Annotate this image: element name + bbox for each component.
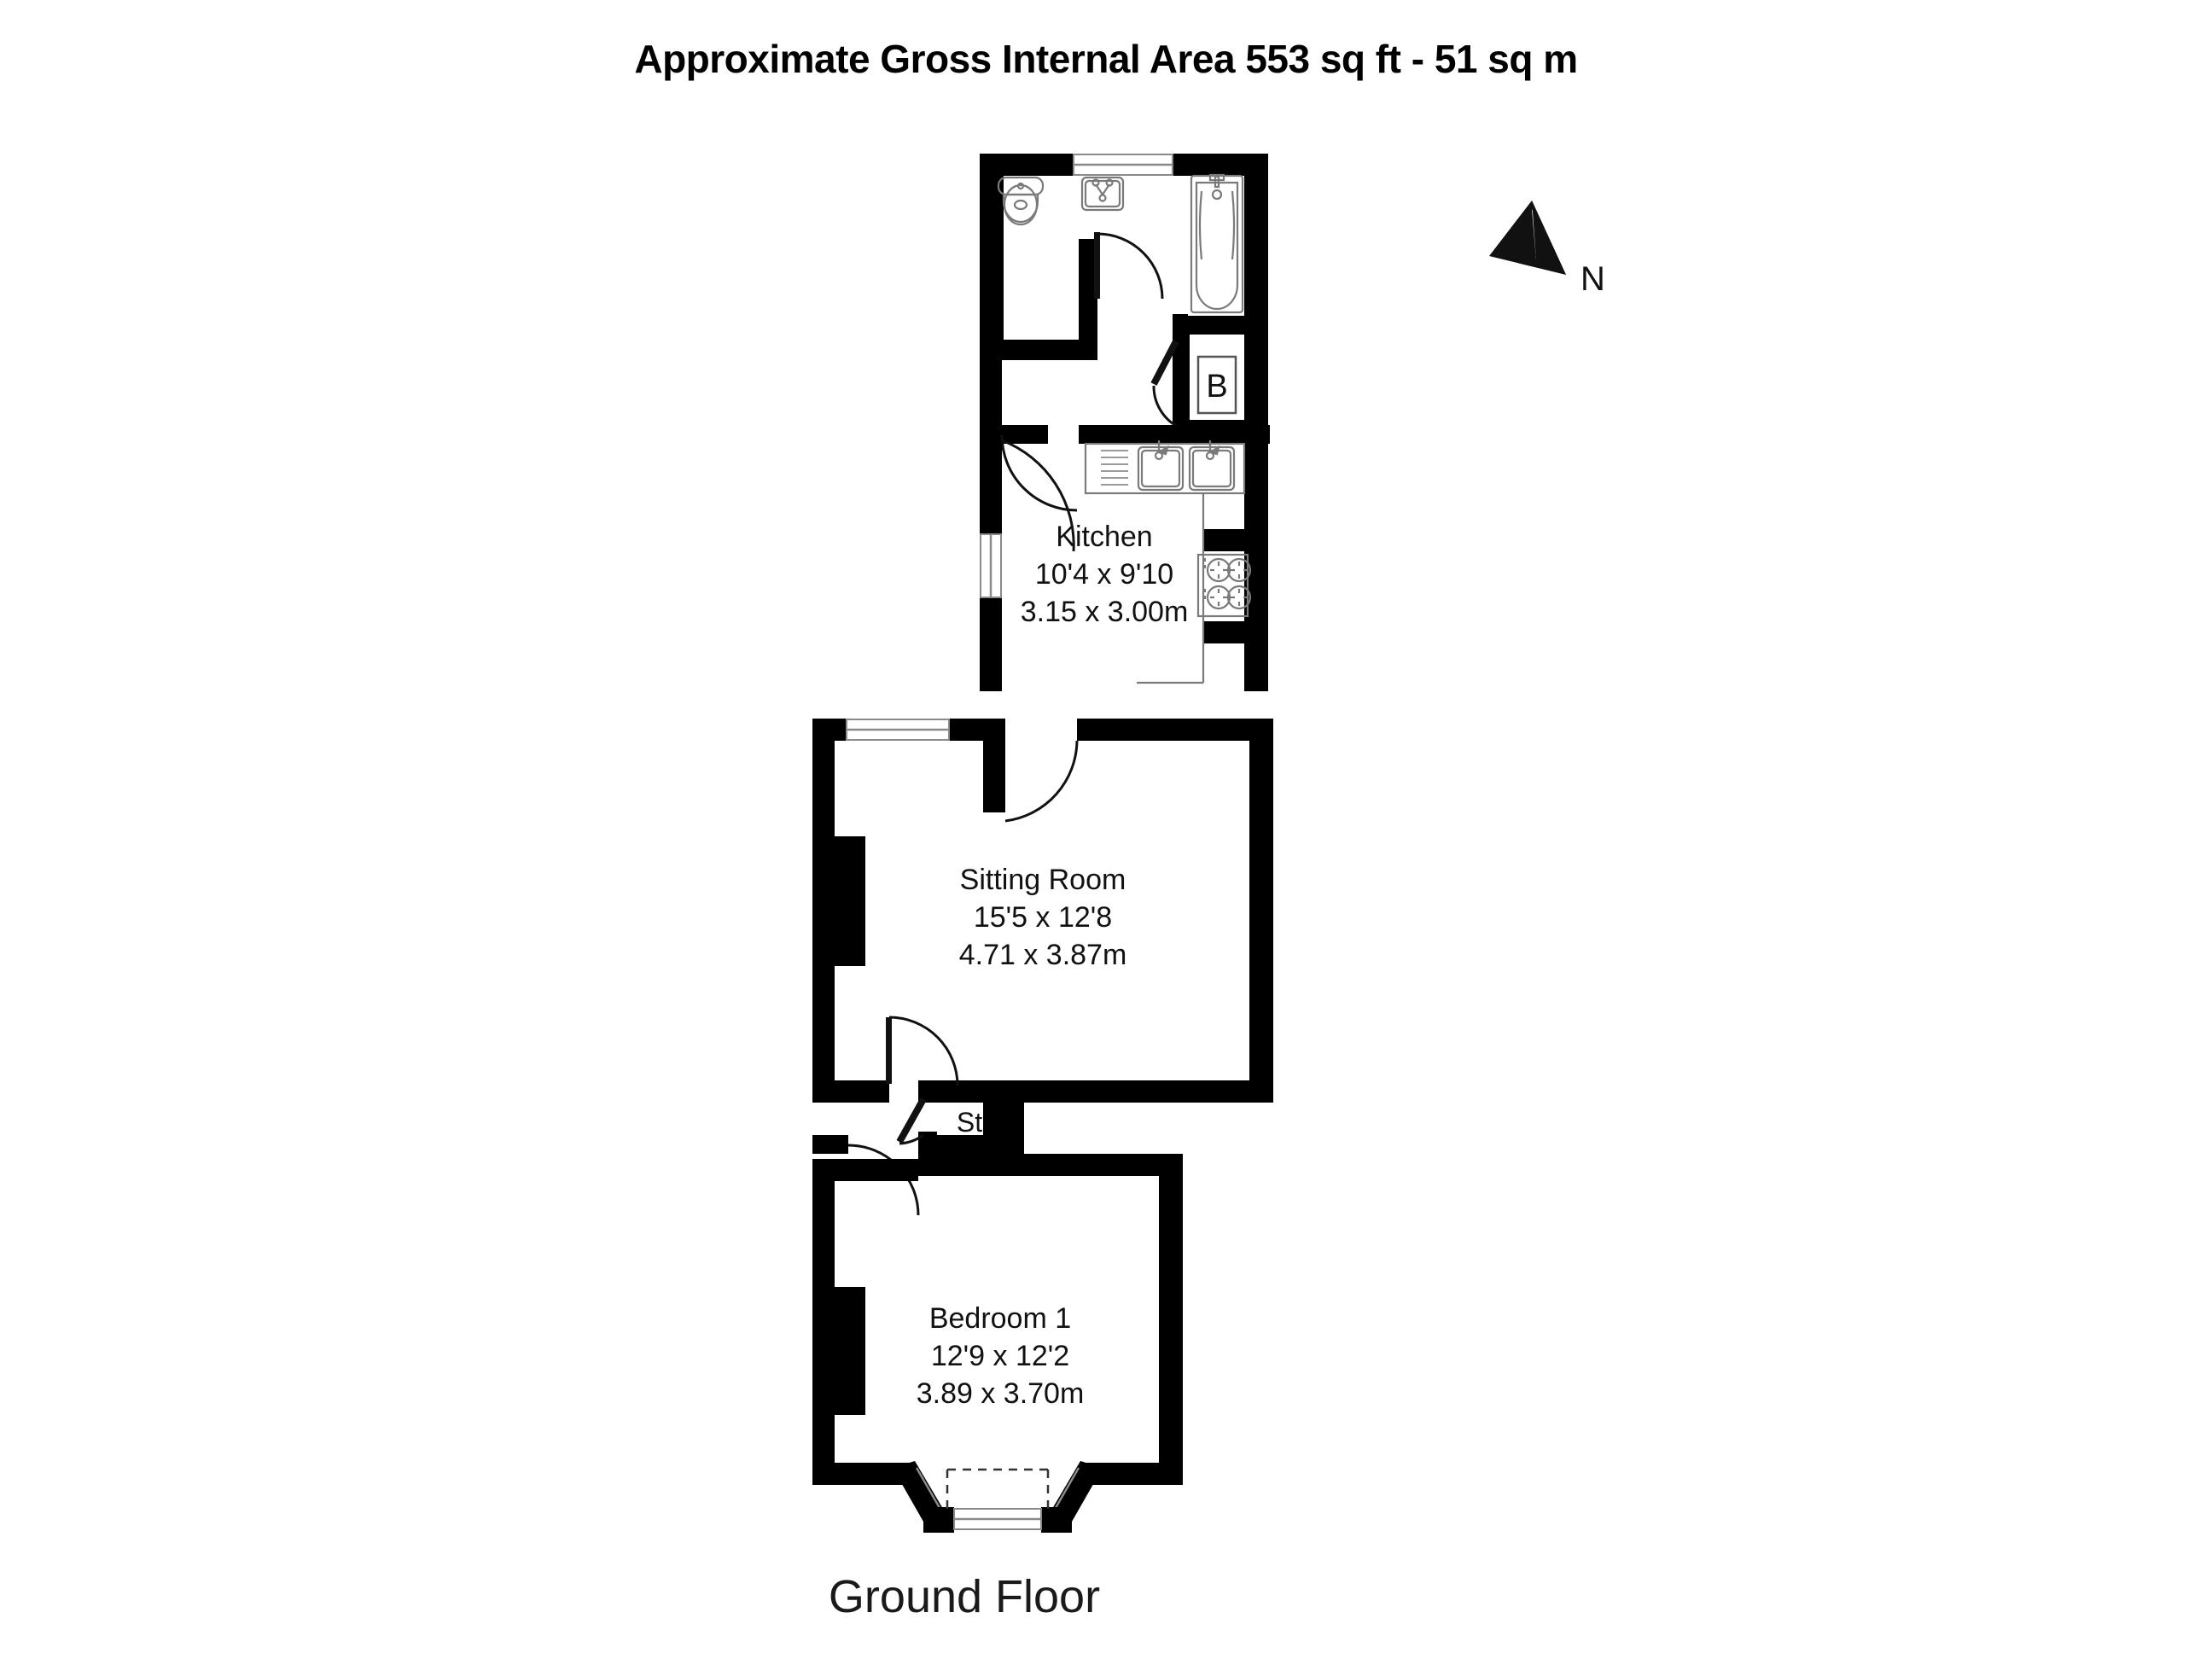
boiler-cupboard: B [1150, 335, 1268, 439]
page-title: Approximate Gross Internal Area 553 sq f… [634, 37, 1578, 81]
cooker-hob-fixture [1196, 553, 1252, 618]
room-label-bedroom-1: Bedroom 1 [929, 1302, 1071, 1335]
north-arrow-icon: N [1489, 201, 1605, 298]
sink-drainer-fixture [1101, 450, 1128, 486]
boiler-label: B [1206, 369, 1227, 405]
sitting-room-hall-door [886, 1016, 959, 1086]
washbasin-fixture [1080, 176, 1125, 212]
kitchen-door [1001, 439, 1075, 552]
sitting-room-window [846, 719, 950, 741]
hall-door-left [1000, 434, 1078, 512]
storage-label: St [957, 1107, 982, 1138]
bathroom-door [1094, 232, 1164, 300]
room-dim-imperial-bedroom-1: 12'9 x 12'2 [931, 1340, 1069, 1372]
bay-window-fixture [893, 1461, 1103, 1533]
room-label-kitchen: Kitchen [1056, 521, 1152, 553]
room-dim-metric-kitchen: 3.15 x 3.00m [1021, 596, 1189, 628]
room-dim-imperial-kitchen: 10'4 x 9'10 [1035, 558, 1173, 591]
sitting-room-area: Sitting Room 15'5 x 12'8 4.71 x 3.87m [812, 719, 1273, 1154]
north-label: N [1580, 260, 1605, 298]
floor-caption: Ground Floor [828, 1571, 1101, 1622]
toilet-fixture [997, 176, 1045, 226]
bathtub-fixture [1190, 173, 1244, 314]
storage-cupboard: St [896, 1080, 1024, 1154]
hallway-area [980, 358, 1078, 512]
double-sink-fixture [1137, 440, 1236, 492]
bedroom-area: Bedroom 1 12'9 x 12'2 3.89 x 3.70m [812, 1154, 1183, 1533]
kitchen-window [980, 533, 1002, 598]
sitting-room-kitchen-door [1004, 740, 1079, 823]
room-dim-imperial-sitting-room: 15'5 x 12'8 [974, 901, 1112, 934]
kitchen-counter-right [1137, 493, 1205, 684]
room-label-sitting-room: Sitting Room [960, 864, 1126, 896]
room-dim-metric-sitting-room: 4.71 x 3.87m [959, 939, 1127, 971]
kitchen-counter [1084, 442, 1246, 495]
kitchen-area: Kitchen 10'4 x 9'10 3.15 x 3.00m [980, 425, 1270, 691]
room-dim-metric-bedroom-1: 3.89 x 3.70m [917, 1377, 1085, 1410]
bathroom-window [1073, 154, 1173, 176]
